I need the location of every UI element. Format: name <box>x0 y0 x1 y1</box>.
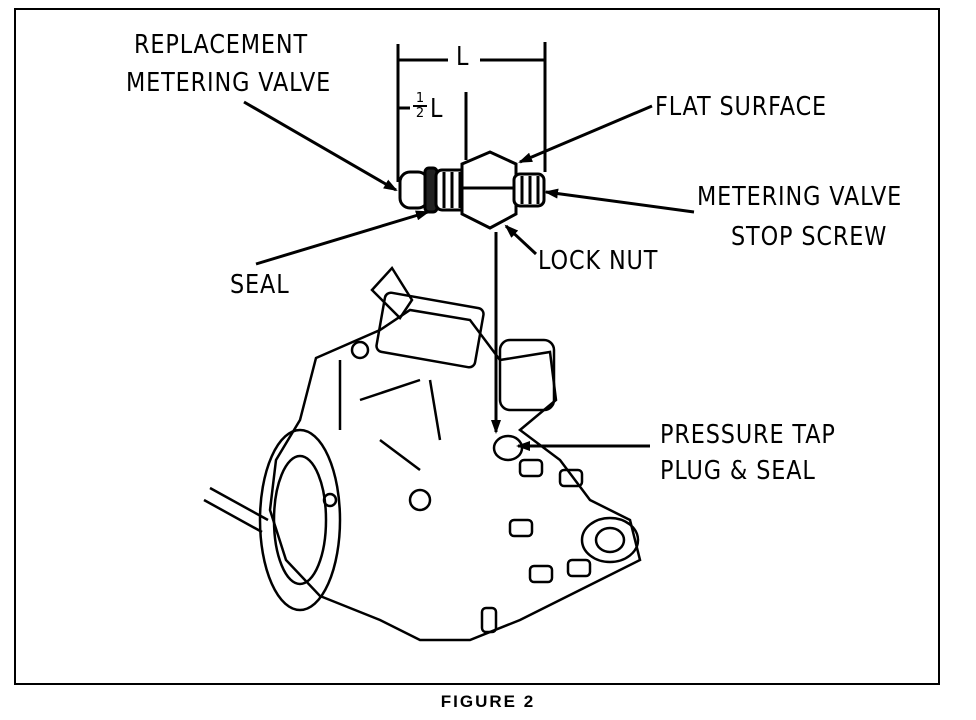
label-half-length: L <box>430 94 444 124</box>
figure-caption: FIGURE 2 <box>440 692 536 711</box>
pressure-tap-plug <box>492 434 524 462</box>
label-metering-valve-line1: METERING VALVE <box>697 182 903 212</box>
label-stop-screw: STOP SCREW <box>731 222 888 252</box>
leader-arrows <box>243 100 695 451</box>
governor-cover <box>375 291 485 369</box>
metering-valve-assembly <box>398 150 546 230</box>
label-half-fraction: 1 2 <box>413 92 427 120</box>
top-fitting <box>370 265 414 320</box>
figure-frame <box>14 8 940 685</box>
pump-front-flange <box>258 428 342 612</box>
label-seal: SEAL <box>230 270 290 300</box>
label-replacement: REPLACEMENT <box>134 30 309 60</box>
arrow-seal <box>255 210 430 266</box>
side-housing <box>498 338 556 412</box>
injection-pump-body <box>203 265 642 642</box>
label-flat-surface: FLAT SURFACE <box>655 92 828 122</box>
hydraulic-head <box>580 516 640 564</box>
label-length: L <box>456 42 470 72</box>
arrow-stop-screw <box>544 188 695 214</box>
half-fraction-denominator: 2 <box>415 106 425 121</box>
arrow-replacement-metering-valve <box>243 100 398 192</box>
label-plug-seal: PLUG & SEAL <box>660 456 816 486</box>
arrow-lock-nut <box>504 224 538 256</box>
half-fraction-numerator: 1 <box>413 92 427 107</box>
lock-nut-hex <box>460 150 518 230</box>
arrow-flat-surface <box>518 104 653 164</box>
label-lock-nut: LOCK NUT <box>538 246 659 276</box>
drive-shaft <box>209 486 269 522</box>
label-pressure-tap: PRESSURE TAP <box>660 420 836 450</box>
label-metering-valve: METERING VALVE <box>126 68 332 98</box>
